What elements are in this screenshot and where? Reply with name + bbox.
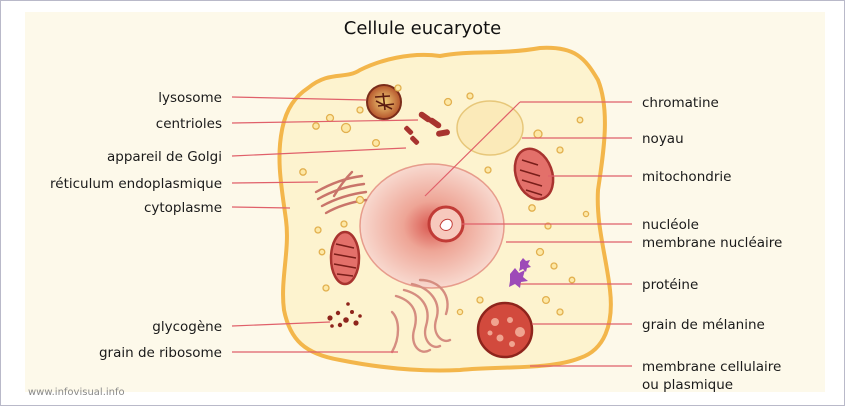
label-golgi: appareil de Golgi [107, 149, 222, 165]
label-reticulum: réticulum endoplasmique [50, 176, 222, 192]
melanin-granule [478, 303, 532, 357]
label-ribosome: grain de ribosome [99, 345, 222, 361]
label-membrane-cellulaire: membrane cellulaire [642, 359, 781, 375]
label-noyau: noyau [642, 131, 684, 147]
label-membrane-plasmique: ou plasmique [642, 377, 733, 393]
label-cytoplasme: cytoplasme [144, 200, 222, 216]
watermark: www.infovisual.info [28, 387, 125, 398]
label-nucleole: nucléole [642, 217, 699, 233]
label-glycogene: glycogène [152, 319, 222, 335]
label-membrane-nucleaire: membrane nucléaire [642, 235, 782, 251]
label-proteine: protéine [642, 277, 698, 293]
diagram-title: Cellule eucaryote [0, 18, 845, 39]
label-chromatine: chromatine [642, 95, 719, 111]
mitochondrion-left [331, 232, 359, 284]
label-centrioles: centrioles [156, 116, 222, 132]
label-lysosome: lysosome [158, 90, 222, 106]
label-mitochondrie: mitochondrie [642, 169, 731, 185]
label-melanine: grain de mélanine [642, 317, 765, 333]
